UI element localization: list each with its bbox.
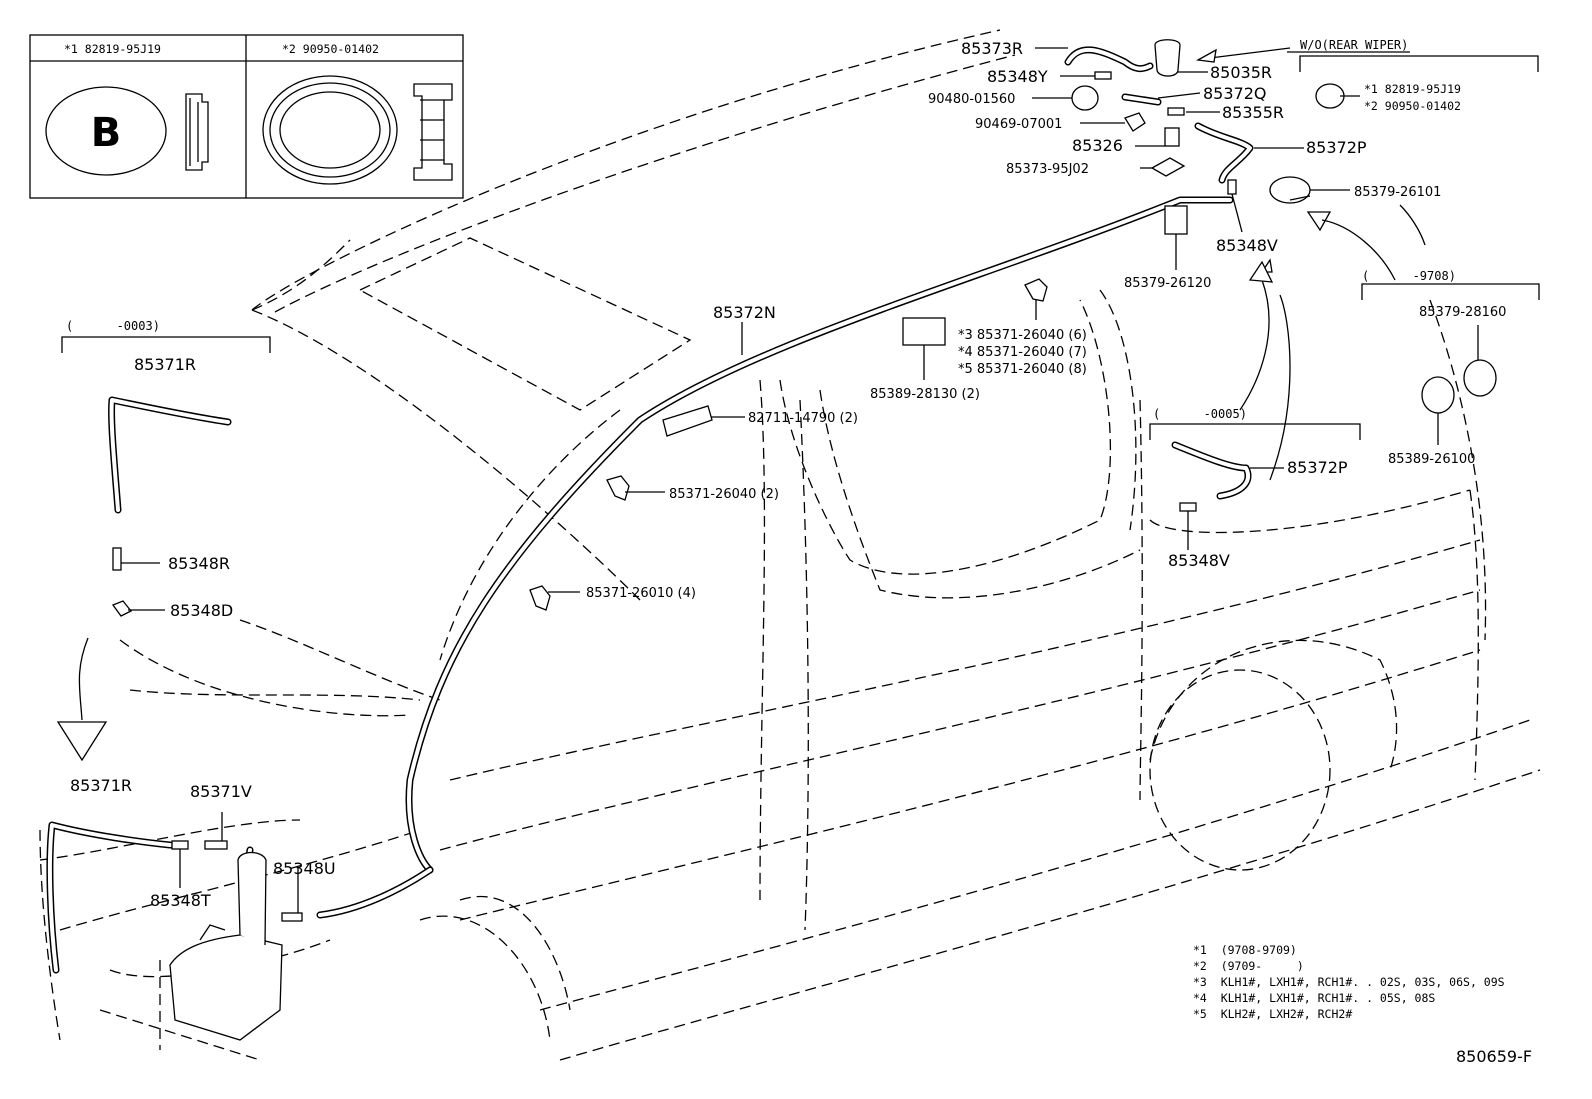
label-85379-26120: 85379-26120 — [1124, 276, 1211, 291]
label-85371-26010: 85371-26010 (4) — [586, 586, 696, 601]
plug-badge: B — [91, 110, 122, 156]
label-85379-26101: 85379-26101 — [1354, 185, 1441, 200]
label-85389-28130: 85389-28130 (2) — [870, 387, 980, 402]
joint-85348R-icon — [112, 547, 122, 571]
pad-icon — [1164, 205, 1188, 235]
label-85348U: 85348U — [273, 859, 336, 878]
label-85372P-mid: 85372P — [1287, 458, 1348, 477]
grommet-90480-icon — [1071, 85, 1099, 111]
footnote-5: *5 KLH2#, LXH2#, RCH2# — [1193, 1007, 1352, 1021]
label-85348R: 85348R — [168, 554, 230, 573]
label-85371V: 85371V — [190, 782, 252, 801]
inset-box: *1 82819-95J19 *2 90950-01402 B — [29, 34, 464, 199]
inset-col2-header: *2 90950-01402 — [282, 42, 379, 56]
footnote-3: *3 KLH1#, LXH1#, RCH1#. . 02S, 03S, 06S,… — [1193, 975, 1505, 989]
label-85326: 85326 — [1072, 136, 1123, 155]
plug-wo-icon — [1315, 83, 1345, 109]
bracket-icon — [1150, 157, 1186, 177]
grommet-icon — [262, 75, 398, 185]
plug-b-icon — [45, 86, 167, 176]
label-85348V-top: 85348V — [1216, 236, 1278, 255]
footnote-2: *2 (9709- ) — [1193, 959, 1304, 973]
label-85348T: 85348T — [150, 891, 211, 910]
labels: 85373R 85348Y 90480-01560 90469-07001 85… — [66, 38, 1532, 1066]
label-85371-26040-s3: *3 85371-26040 (6) — [958, 328, 1087, 343]
part-85326-icon — [1164, 127, 1180, 147]
label-85373R: 85373R — [961, 39, 1023, 58]
joint-85348V-top-icon — [1227, 179, 1237, 195]
nozzle-icon — [1154, 39, 1181, 77]
joint-85348T-icon — [171, 840, 189, 850]
label-wo-rear-wiper: W/O(REAR WIPER) — [1300, 38, 1408, 52]
label-85389-26100: 85389-26100 — [1388, 452, 1475, 467]
grommet-side-icon — [413, 83, 453, 181]
grommet-85379-26101-icon — [1269, 176, 1311, 204]
pad-28130-icon — [902, 317, 946, 346]
parts — [111, 39, 1497, 1041]
label-85372P-top: 85372P — [1306, 138, 1367, 157]
label-85348Y: 85348Y — [987, 67, 1048, 86]
footnote-1: *1 (9708-9709) — [1193, 943, 1297, 957]
label-85372N: 85372N — [713, 303, 776, 322]
label-85371-26040-s4: *4 85371-26040 (7) — [958, 345, 1087, 360]
label-range-0005: ( -0005) — [1153, 407, 1247, 421]
label-90469-07001: 90469-07001 — [975, 117, 1062, 132]
clamp-icon — [1024, 278, 1048, 302]
leader-lines — [56, 47, 1540, 1061]
label-wo-s2: *2 90950-01402 — [1364, 99, 1461, 113]
label-85035R: 85035R — [1210, 63, 1272, 82]
clip-90469-icon — [1124, 112, 1146, 132]
clamp-2-icon — [606, 475, 630, 501]
joint-85348D-icon — [111, 600, 133, 617]
label-85372Q: 85372Q — [1203, 84, 1267, 103]
joint-85348V-mid-icon — [1179, 502, 1197, 512]
grommet-28160-icon — [1463, 359, 1497, 397]
label-85371R-top: 85371R — [134, 355, 196, 374]
inset-col1-header: *1 82819-95J19 — [64, 42, 161, 56]
plug-side-icon — [185, 93, 209, 171]
clamp-26010-icon — [529, 585, 551, 611]
label-range-9708: ( -9708) — [1362, 269, 1456, 283]
label-85371-26040-s5: *5 85371-26040 (8) — [958, 362, 1087, 377]
label-85379-28160: 85379-28160 — [1419, 305, 1506, 320]
joint-85355R-icon — [1167, 107, 1185, 116]
label-82711-14790: 82711-14790 (2) — [748, 411, 858, 426]
label-90480-01560: 90480-01560 — [928, 92, 1015, 107]
grommet-26100-icon — [1421, 376, 1455, 414]
label-85348D: 85348D — [170, 601, 233, 620]
washer-tank-icon — [169, 934, 283, 1041]
clip-82711-icon — [662, 405, 713, 437]
joint-85348Y-icon — [1094, 71, 1112, 80]
figure-code: 850659-F — [1456, 1047, 1532, 1066]
vehicle-body — [39, 29, 1541, 1061]
label-85348V-mid: 85348V — [1168, 551, 1230, 570]
hoses — [46, 46, 1254, 974]
label-85355R: 85355R — [1222, 103, 1284, 122]
footnote-4: *4 KLH1#, LXH1#, RCH1#. . 05S, 08S — [1193, 991, 1435, 1005]
label-wo-s1: *1 82819-95J19 — [1364, 82, 1461, 96]
hose-85371V-icon — [204, 840, 228, 850]
label-85371-26040-2: 85371-26040 (2) — [669, 487, 779, 502]
label-85371R-bot: 85371R — [70, 776, 132, 795]
footnotes: *1 (9708-9709) *2 (9709- ) *3 KLH1#, LXH… — [1193, 943, 1505, 1021]
joint-85348U-icon — [281, 912, 303, 922]
label-range-0003: ( -0003) — [66, 319, 160, 333]
label-85373-95J02: 85373-95J02 — [1006, 162, 1089, 177]
